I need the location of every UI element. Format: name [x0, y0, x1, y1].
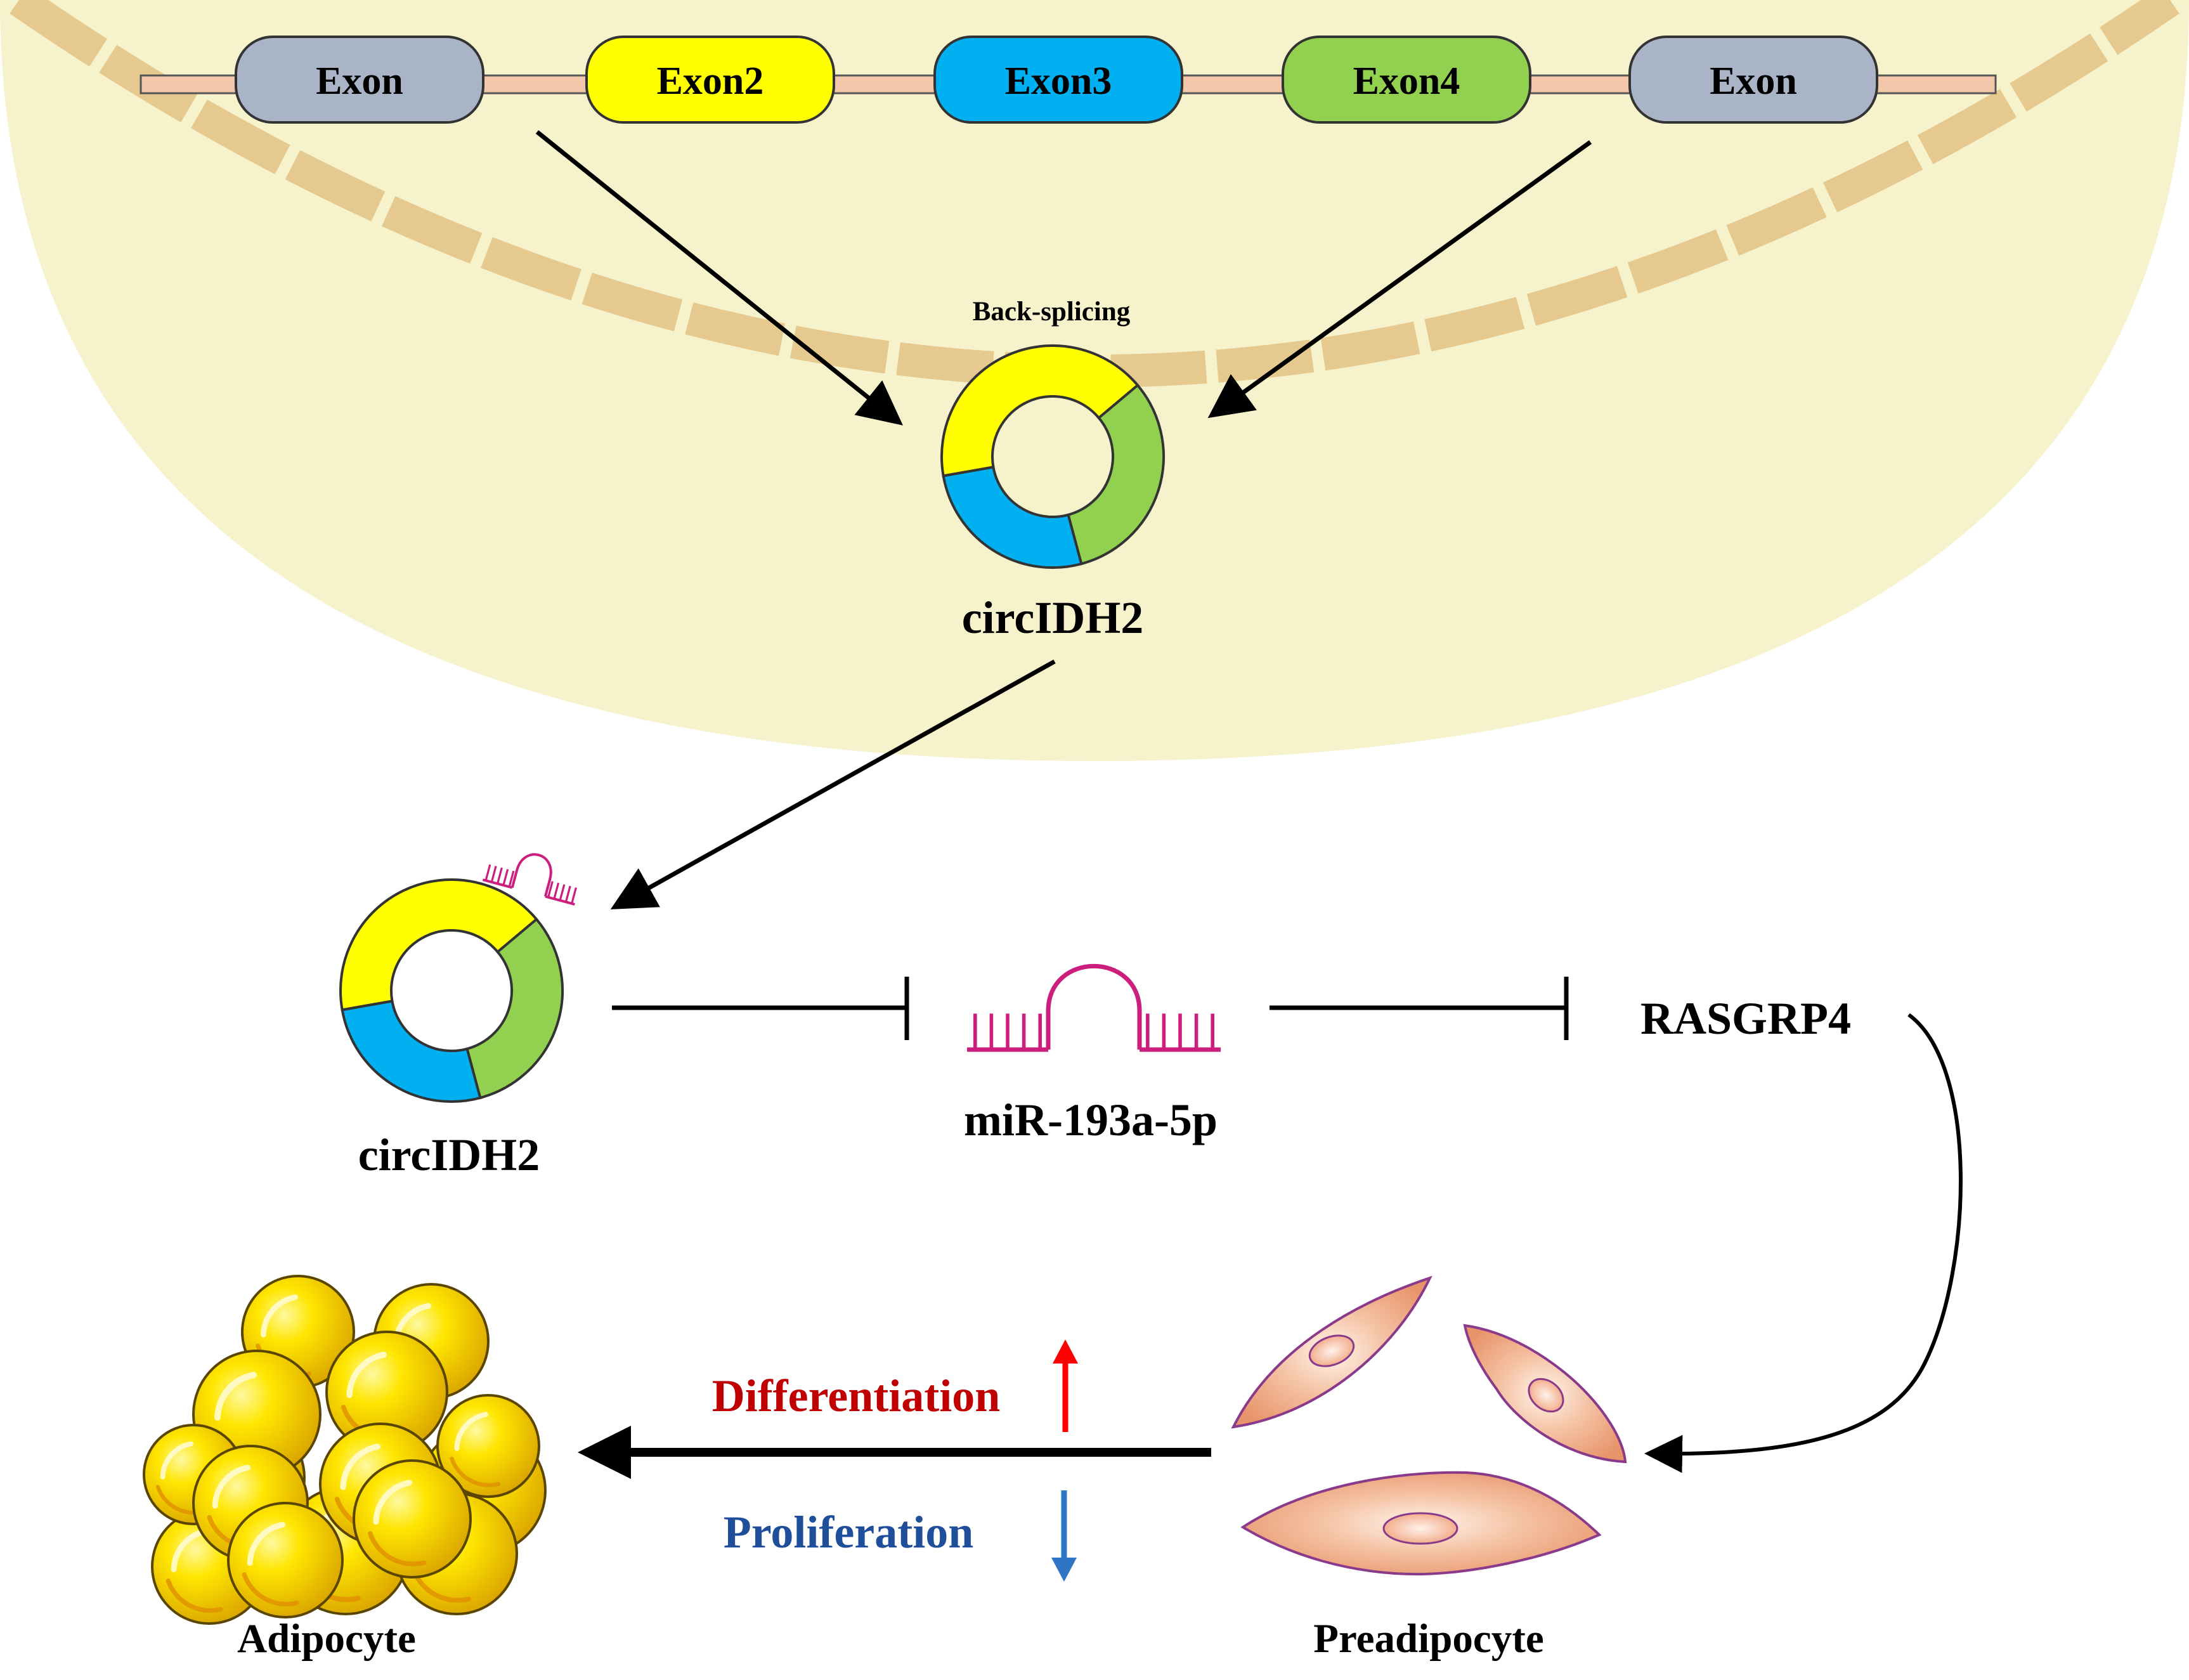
- differentiation-label: Differentiation: [712, 1371, 1001, 1421]
- exon-track: Exon Exon2 Exon3 Exon4 Exon: [235, 36, 1878, 124]
- up-arrow-icon: [1053, 1339, 1078, 1432]
- circidh2-nucleus-label: circIDH2: [962, 592, 1144, 643]
- preadipocyte-label: Preadipocyte: [1313, 1616, 1543, 1662]
- exon-5: Exon: [1628, 36, 1878, 124]
- adipocyte-label: Adipocyte: [237, 1616, 416, 1662]
- exon-label-4: Exon4: [1353, 60, 1460, 103]
- exon-label-5: Exon: [1710, 60, 1797, 103]
- preadipocyte-cell-2: [1463, 1324, 1627, 1464]
- circidh2-ring-cytoplasm: [339, 878, 564, 1103]
- circidh2-ring-nucleus: [940, 344, 1165, 569]
- mirna-icon: [967, 964, 1221, 1052]
- proliferation-label: Proliferation: [724, 1507, 974, 1558]
- ring-segment-exon3: [341, 1000, 482, 1103]
- left-splice-arrow: [535, 130, 903, 426]
- ring-segment-exon3: [942, 466, 1083, 569]
- adipocyte-cluster: [143, 1275, 547, 1625]
- fat-droplet: [436, 1394, 540, 1498]
- circidh2-cytoplasm-label: circIDH2: [358, 1130, 540, 1180]
- back-splicing-label: Back-splicing: [973, 297, 1131, 327]
- rasgrp4-curve-arrow: [1644, 1013, 1963, 1473]
- ring-segment-exon4: [1067, 383, 1165, 566]
- bound-mirna-icon: [482, 853, 577, 906]
- rasgrp4-label: RASGRP4: [1640, 993, 1851, 1044]
- down-arrow-icon: [1051, 1490, 1077, 1582]
- ring-segment-exon2: [940, 344, 1140, 478]
- preadipocyte-cell-1: [1231, 1275, 1432, 1429]
- exon-3: Exon3: [933, 36, 1183, 124]
- mirna-label: miR-193a-5p: [964, 1095, 1218, 1145]
- exon-label-3: Exon3: [1005, 60, 1112, 103]
- export-arrow: [610, 659, 1056, 909]
- fat-droplet: [227, 1502, 344, 1618]
- ring-segment-exon4: [465, 917, 564, 1100]
- preadipocyte-cell-3: [1240, 1471, 1602, 1576]
- exon-4: Exon4: [1282, 36, 1531, 124]
- exon-2: Exon2: [585, 36, 835, 124]
- exon-label-1: Exon: [316, 60, 403, 103]
- ring-segment-exon2: [339, 878, 538, 1012]
- right-splice-arrow: [1207, 140, 1592, 419]
- exon-1: Exon: [235, 36, 484, 124]
- exon-label-2: Exon2: [657, 60, 764, 103]
- fat-droplet: [353, 1459, 472, 1579]
